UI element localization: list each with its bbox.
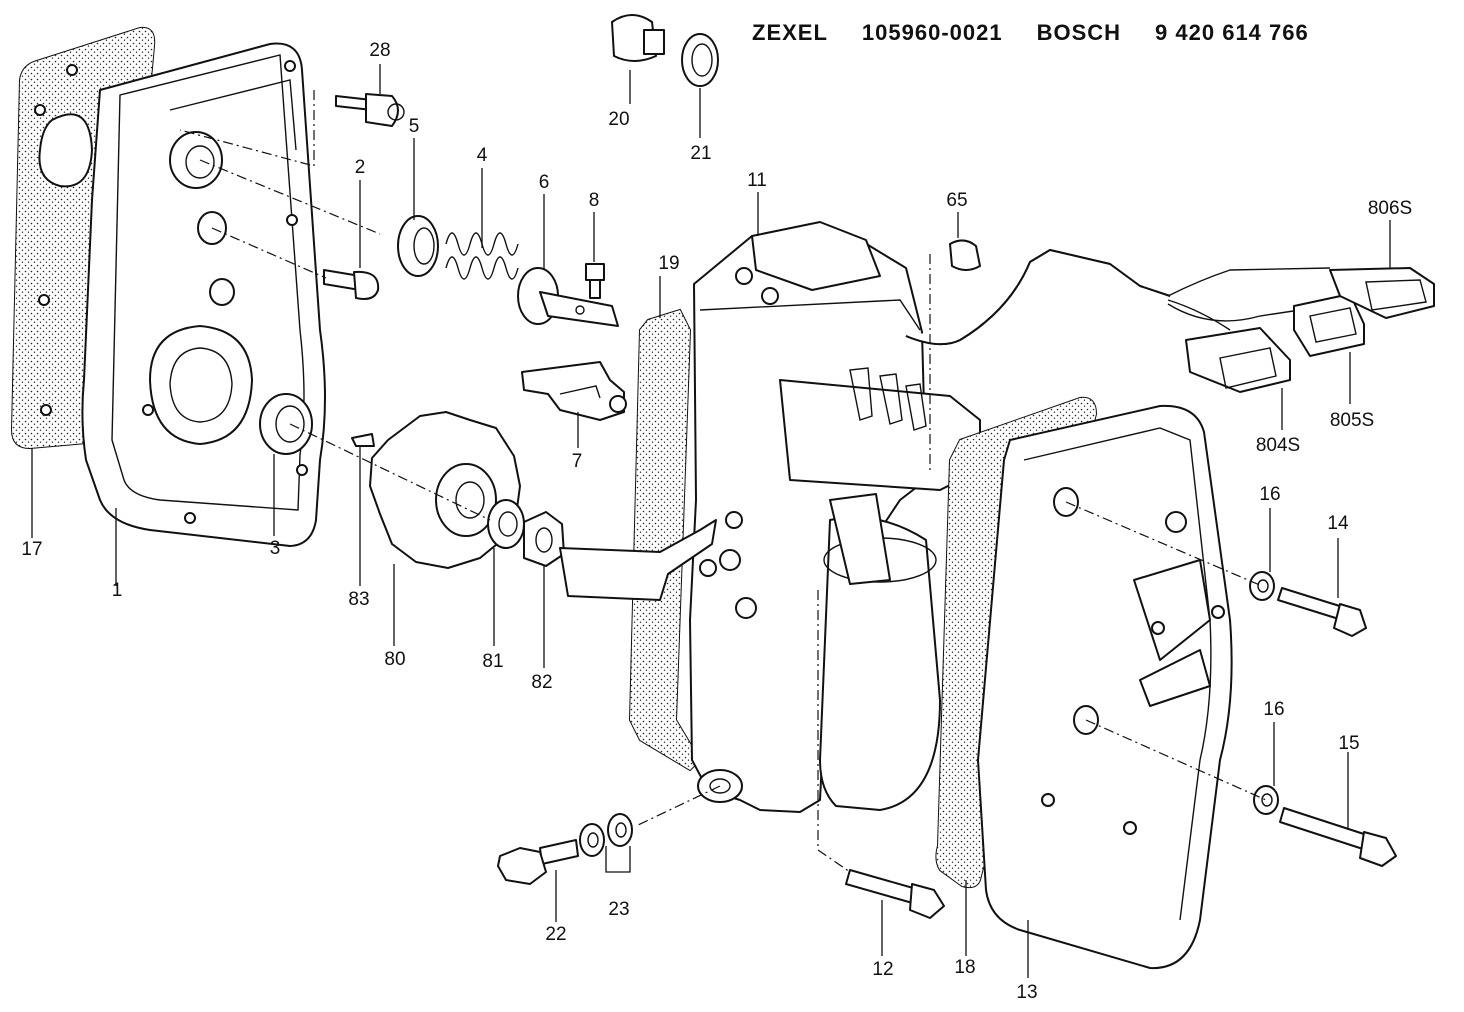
callout-18: 18: [954, 957, 976, 978]
assembly-center-lines: [179, 90, 1267, 873]
oil-seal-3: [259, 393, 313, 455]
callout-4: 4: [476, 145, 488, 166]
callout-12: 12: [872, 959, 894, 980]
plug-20: [611, 14, 665, 62]
callout-16-upper: 16: [1259, 484, 1281, 505]
washer-21: [681, 33, 719, 87]
gasket-19: [628, 308, 702, 772]
callout-20: 20: [608, 109, 630, 130]
callout-804s: 804S: [1255, 435, 1301, 456]
connector-806s: [1329, 267, 1435, 319]
callout-5: 5: [408, 116, 420, 137]
callout-21: 21: [690, 143, 712, 164]
callout-leader-lines: [31, 64, 1391, 978]
bracket-7: [521, 361, 627, 421]
callout-17: 17: [21, 539, 43, 560]
callout-11: 11: [747, 170, 767, 191]
callout-83: 83: [348, 589, 370, 610]
callout-1: 1: [111, 580, 123, 601]
callout-8: 8: [588, 190, 600, 211]
callout-80: 80: [384, 649, 406, 670]
callout-15: 15: [1338, 733, 1360, 754]
nut-82: [523, 511, 565, 567]
callout-82: 82: [531, 672, 553, 693]
callout-3: 3: [269, 538, 281, 559]
actuator-11: [559, 221, 981, 813]
governor-housing-1: [81, 42, 326, 547]
callout-7: 7: [571, 451, 583, 472]
zexel-part-number: 105960-0021: [861, 20, 1003, 45]
callout-805s: 805S: [1329, 410, 1375, 431]
callout-13: 13: [1016, 982, 1038, 1003]
diagram-header: ZEXEL 105960-0021 BOSCH 9 420 614 766: [752, 20, 1309, 46]
callout-28: 28: [369, 40, 391, 61]
callout-19: 19: [658, 253, 680, 274]
bolt-22: [497, 839, 579, 885]
spring-retainer-5: [397, 215, 439, 277]
bolt-15: [1279, 807, 1397, 867]
callout-16-lower: 16: [1263, 699, 1285, 720]
key-83: [351, 433, 375, 447]
maker-zexel: ZEXEL: [752, 20, 828, 45]
callout-806s: 806S: [1367, 198, 1413, 219]
bolt-2: [323, 269, 380, 300]
connector-804s: [1185, 327, 1291, 393]
callout-81: 81: [482, 651, 504, 672]
callout-22: 22: [545, 924, 567, 945]
callout-2: 2: [354, 157, 366, 178]
pin-8: [585, 263, 605, 299]
washer-16-lower: [1253, 785, 1279, 815]
callout-23: 23: [608, 899, 630, 920]
callout-65: 65: [946, 190, 968, 211]
bolt-28: [335, 93, 405, 127]
callout-6: 6: [538, 172, 550, 193]
cover-13: [977, 404, 1233, 970]
washer-81: [487, 499, 525, 549]
bolt-12: [845, 869, 945, 919]
lever-6: [517, 267, 619, 327]
rotor-80: [369, 411, 521, 569]
callout-14: 14: [1327, 513, 1349, 534]
wire-harness: [905, 249, 1331, 346]
cap-65: [949, 239, 981, 271]
maker-bosch: BOSCH: [1036, 20, 1122, 45]
washers-23: [579, 813, 633, 857]
bosch-part-number: 9 420 614 766: [1155, 20, 1309, 45]
bolt-14: [1277, 587, 1367, 637]
washer-16-upper: [1249, 571, 1275, 601]
